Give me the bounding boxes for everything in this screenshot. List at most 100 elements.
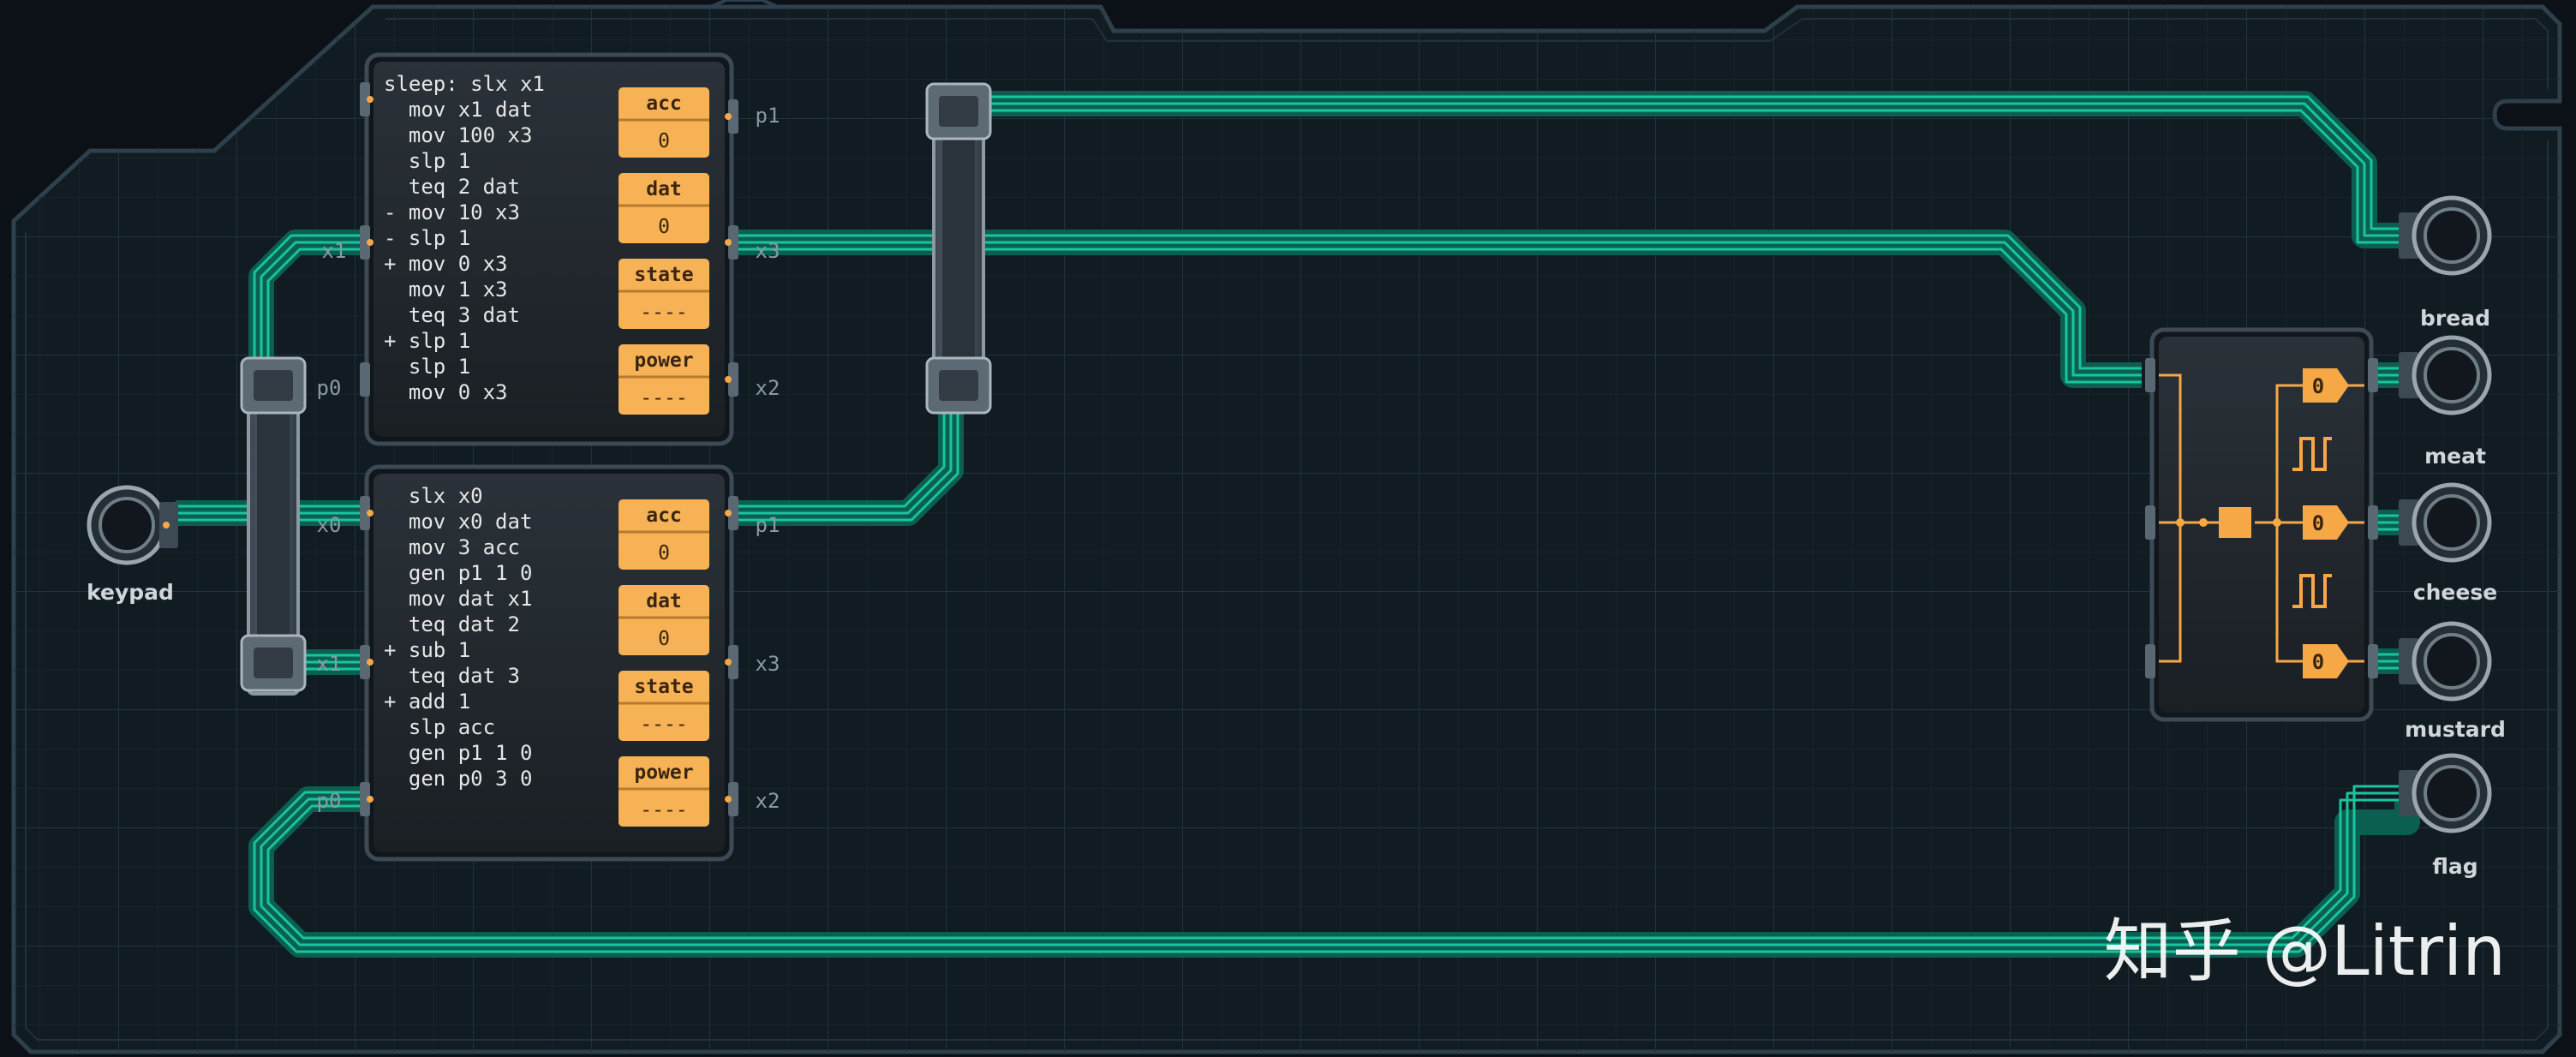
bridge-left[interactable] (240, 356, 307, 696)
register-value: ---- (640, 799, 687, 821)
wire-x3-logic (732, 230, 2142, 388)
pin-label-x3: x3 (756, 239, 780, 263)
gate-value: 0 (2312, 374, 2324, 398)
register-panel: acc 0 dat 0 state ---- power ---- (619, 87, 709, 415)
code-line[interactable]: mov x1 dat (384, 98, 532, 122)
port-label: bread (2420, 306, 2490, 331)
wire-p0-flag (248, 785, 2420, 958)
logic-module[interactable]: 0 0 0 (2145, 327, 2378, 722)
pin-label-x2: x2 (756, 376, 780, 400)
register-label: dat (646, 178, 682, 200)
pin-label-p1: p1 (756, 513, 780, 537)
code-line[interactable]: slp 1 (384, 355, 470, 379)
register-acc: acc 0 (619, 87, 709, 158)
wire-bridge-bread (985, 91, 2407, 248)
code-line[interactable]: + mov 0 x3 (384, 252, 508, 276)
microcontroller-top[interactable]: sleep: slx x1 mov x1 dat mov 100 x3 slp … (317, 52, 780, 446)
register-value: ---- (640, 714, 687, 736)
wire-bottom-p1 (732, 403, 964, 526)
port-label: flag (2432, 854, 2477, 879)
register-dat: dat 0 (619, 173, 709, 243)
code-line[interactable]: mov 1 x3 (384, 278, 508, 302)
code-line[interactable]: teq dat 3 (384, 664, 520, 688)
code-line[interactable]: gen p0 3 0 (384, 767, 532, 791)
code-line[interactable]: + slp 1 (384, 329, 470, 353)
logic-gate-icon (2303, 368, 2349, 678)
register-label: power (634, 761, 693, 784)
code-line[interactable]: teq 3 dat (384, 303, 520, 327)
port-label: cheese (2413, 580, 2497, 605)
code-line[interactable]: teq 2 dat (384, 175, 520, 199)
code-line[interactable]: sleep: slx x1 (384, 72, 545, 96)
pin-label-p0: p0 (317, 376, 342, 400)
pin-label-x2: x2 (756, 789, 780, 813)
bridge-icon (925, 82, 992, 415)
register-dat: dat 0 (619, 585, 709, 655)
register-value: 0 (658, 216, 670, 238)
bridge-icon (240, 356, 307, 692)
code-line[interactable]: mov x0 dat (384, 510, 532, 534)
code-editor[interactable]: sleep: slx x1 mov x1 dat mov 100 x3 slp … (384, 72, 545, 404)
keypad-socket-icon (87, 485, 178, 565)
code-line[interactable]: mov 0 x3 (384, 380, 508, 404)
pin-label-x3: x3 (756, 652, 780, 676)
register-label: state (634, 676, 693, 698)
gate-value: 0 (2312, 650, 2324, 674)
code-line[interactable]: + sub 1 (384, 638, 470, 662)
code-line[interactable]: mov 100 x3 (384, 123, 532, 147)
port-label: keypad (87, 580, 174, 605)
register-label: power (634, 349, 693, 372)
pin-label-x1: x1 (322, 239, 347, 263)
register-value: 0 (658, 542, 670, 564)
register-label: acc (646, 93, 682, 115)
register-value: 0 (658, 130, 670, 152)
pin-label-x0: x0 (317, 513, 342, 537)
pin-stubs (360, 82, 738, 397)
code-line[interactable]: teq dat 2 (384, 612, 520, 636)
code-line[interactable]: - mov 10 x3 (384, 200, 520, 224)
bridge-right[interactable] (925, 82, 992, 415)
register-value: 0 (658, 628, 670, 650)
gate-value: 0 (2312, 511, 2324, 535)
code-line[interactable]: - slp 1 (384, 226, 470, 250)
code-line[interactable]: slp acc (384, 715, 495, 739)
register-label: dat (646, 590, 682, 612)
wire-top-x1 (248, 230, 367, 377)
code-editor[interactable]: slx x0 mov x0 dat mov 3 acc gen p1 1 0 m… (384, 484, 532, 791)
code-line[interactable]: + add 1 (384, 690, 470, 714)
code-line[interactable]: slx x0 (384, 484, 483, 508)
pin-label-p1: p1 (756, 104, 780, 128)
output-socket-icon (2399, 482, 2492, 563)
code-line[interactable]: mov 3 acc (384, 535, 520, 559)
output-port-mustard[interactable]: mustard (2399, 621, 2506, 742)
register-power: power ---- (619, 756, 709, 827)
register-acc: acc 0 (619, 499, 709, 570)
register-state: state ---- (619, 259, 709, 329)
code-line[interactable]: gen p1 1 0 (384, 741, 532, 765)
output-socket-icon (2399, 335, 2492, 415)
register-label: state (634, 264, 693, 286)
pin-label-p0: p0 (317, 789, 342, 813)
code-line[interactable]: slp 1 (384, 149, 470, 173)
register-value: ---- (640, 302, 687, 324)
port-label: meat (2424, 444, 2486, 469)
code-line[interactable]: gen p1 1 0 (384, 561, 532, 585)
output-socket-icon (2399, 621, 2492, 702)
pin-stubs (360, 496, 738, 816)
register-label: acc (646, 505, 682, 527)
output-port-flag[interactable]: flag (2399, 753, 2492, 879)
port-label: mustard (2405, 717, 2506, 742)
pin-label-x1: x1 (317, 652, 342, 676)
register-power: power ---- (619, 344, 709, 415)
register-panel: acc 0 dat 0 state ---- power ---- (619, 499, 709, 827)
output-port-meat[interactable]: meat (2399, 335, 2492, 469)
register-state: state ---- (619, 671, 709, 741)
watermark: 知乎 @Litrin (2104, 911, 2506, 991)
register-value: ---- (640, 387, 687, 409)
microcontroller-bottom[interactable]: slx x0 mov x0 dat mov 3 acc gen p1 1 0 m… (317, 464, 780, 862)
keypad-port[interactable]: keypad (87, 485, 178, 605)
output-socket-icon (2399, 753, 2492, 833)
output-port-bread[interactable]: bread (2399, 195, 2492, 331)
output-port-cheese[interactable]: cheese (2399, 482, 2497, 605)
code-line[interactable]: mov dat x1 (384, 587, 532, 611)
